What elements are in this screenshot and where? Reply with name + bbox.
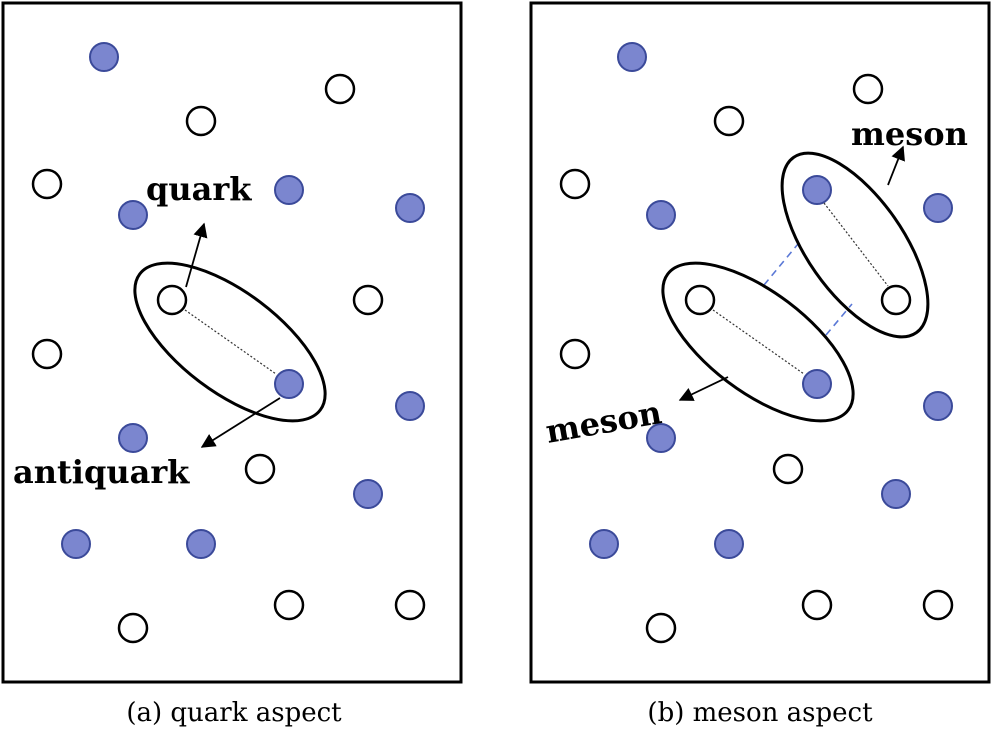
open-particle	[185, 105, 217, 137]
caption-b: (b) meson aspect	[647, 698, 873, 728]
meson-interaction-line	[763, 243, 799, 286]
quark-arrow	[185, 222, 208, 288]
open-particle	[852, 73, 884, 105]
pair-ellipse	[133, 261, 327, 423]
open-particle	[559, 168, 591, 200]
antiquark-particle	[274, 369, 304, 399]
meson-bottom-label: meson	[543, 393, 665, 451]
filled-particle	[274, 175, 304, 205]
filled-particle	[186, 529, 216, 559]
figure-diagram: quark antiquark	[1, 1, 991, 684]
open-particle	[394, 589, 426, 621]
meson-quark-particle	[684, 284, 716, 316]
filled-particle	[118, 200, 148, 230]
panel-a-frame	[1, 1, 463, 684]
filled-particle	[714, 529, 744, 559]
filled-particle	[589, 529, 619, 559]
filled-particle	[881, 479, 911, 509]
filled-particle	[89, 42, 119, 72]
open-particle	[801, 589, 833, 621]
panel-b-particles	[559, 42, 954, 644]
filled-particle	[617, 42, 647, 72]
open-particle	[31, 338, 63, 370]
meson-bottom-ellipse	[661, 261, 855, 423]
open-particle	[31, 168, 63, 200]
meson-bottom-link	[712, 309, 805, 375]
panel-b-frame	[529, 1, 991, 684]
meson-top-label: meson	[851, 115, 968, 153]
filled-particle	[353, 479, 383, 509]
open-particle	[244, 453, 276, 485]
meson-quark-particle	[880, 284, 912, 316]
meson-antiquark-particle	[802, 175, 832, 205]
open-particle	[324, 73, 356, 105]
meson-top-arrow	[887, 145, 905, 186]
open-particle	[117, 612, 149, 644]
open-particle	[273, 589, 305, 621]
panel-a: quark antiquark	[1, 1, 463, 684]
meson-bottom-arrow	[678, 376, 729, 401]
quark-particle	[156, 284, 188, 316]
caption-a: (a) quark aspect	[126, 698, 342, 728]
open-particle	[559, 338, 591, 370]
quark-antiquark-link	[184, 309, 277, 375]
filled-particle	[646, 423, 676, 453]
open-particle	[922, 589, 954, 621]
antiquark-arrow	[200, 397, 281, 448]
open-particle	[645, 612, 677, 644]
meson-top-link	[823, 202, 889, 287]
antiquark-label: antiquark	[13, 453, 190, 491]
open-particle	[352, 284, 384, 316]
filled-particle	[395, 193, 425, 223]
open-particle	[772, 453, 804, 485]
filled-particle	[118, 423, 148, 453]
quark-label: quark	[146, 170, 252, 208]
panel-a-particles	[31, 42, 426, 644]
panel-b: meson meson	[529, 1, 991, 684]
meson-antiquark-particle	[802, 369, 832, 399]
filled-particle	[646, 200, 676, 230]
filled-particle	[395, 391, 425, 421]
filled-particle	[61, 529, 91, 559]
meson-top-ellipse	[780, 151, 930, 339]
filled-particle	[923, 391, 953, 421]
filled-particle	[923, 193, 953, 223]
meson-interaction-line	[825, 303, 853, 336]
open-particle	[713, 105, 745, 137]
